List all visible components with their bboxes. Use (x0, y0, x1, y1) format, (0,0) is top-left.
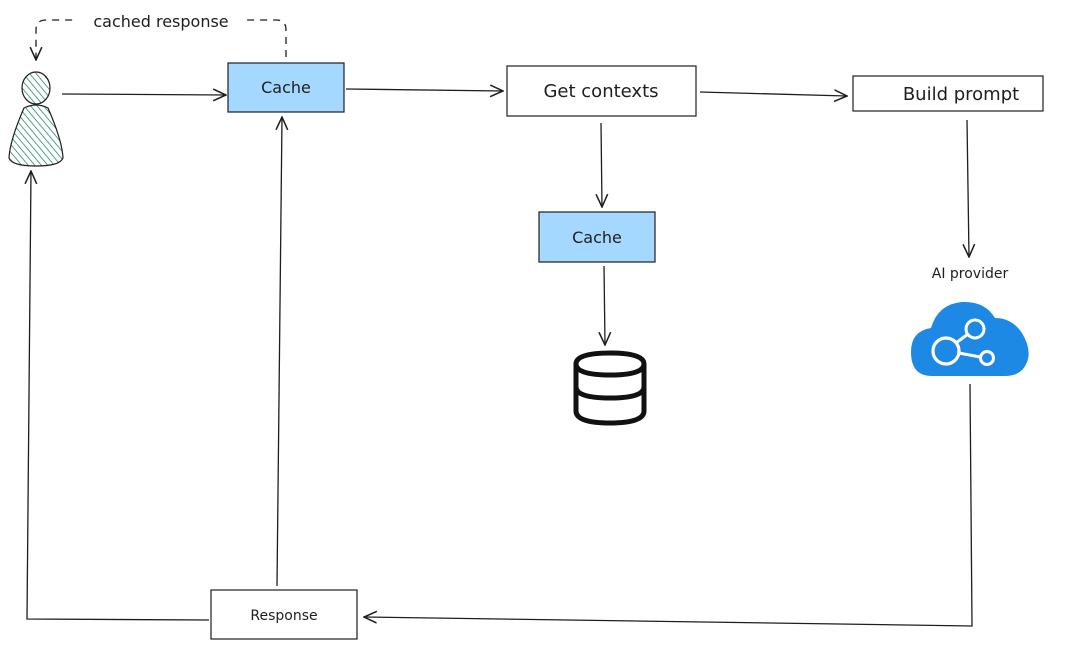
database-icon (573, 350, 647, 426)
user-node (8, 71, 64, 167)
context-cache-to-database-edge (604, 265, 605, 345)
cached-response-label-bg (78, 10, 246, 32)
build-prompt-to-ai-provider-edge (967, 119, 969, 257)
response-node: Response (210, 589, 358, 640)
build-prompt-node: Build prompt (852, 75, 1044, 112)
cached-response-label: cached response (93, 12, 228, 31)
context-cache-label: Cache (572, 228, 622, 247)
ai-provider-label: AI provider (932, 266, 1009, 282)
person-icon (8, 71, 64, 167)
build-prompt-label: Build prompt (903, 84, 1019, 105)
ai-provider-node: AI provider (911, 266, 1029, 376)
get-contexts-to-build-prompt-edge (699, 92, 847, 96)
cache-label: Cache (261, 78, 311, 97)
get-contexts-node: Get contexts (506, 65, 697, 117)
context-cache-node: Cache (538, 211, 656, 263)
ai-provider-to-response-edge (364, 383, 973, 627)
response-label: Response (250, 608, 317, 624)
cache-to-get-contexts-edge (345, 89, 503, 91)
response-to-cache-edge (277, 117, 282, 587)
get-contexts-label: Get contexts (543, 81, 658, 102)
cache-node: Cache (227, 62, 345, 113)
user-to-cache-edge (61, 94, 226, 95)
get-contexts-to-context-cache-edge (601, 122, 602, 207)
response-to-user-edge (27, 171, 210, 621)
cloud-network-icon (911, 301, 1029, 376)
